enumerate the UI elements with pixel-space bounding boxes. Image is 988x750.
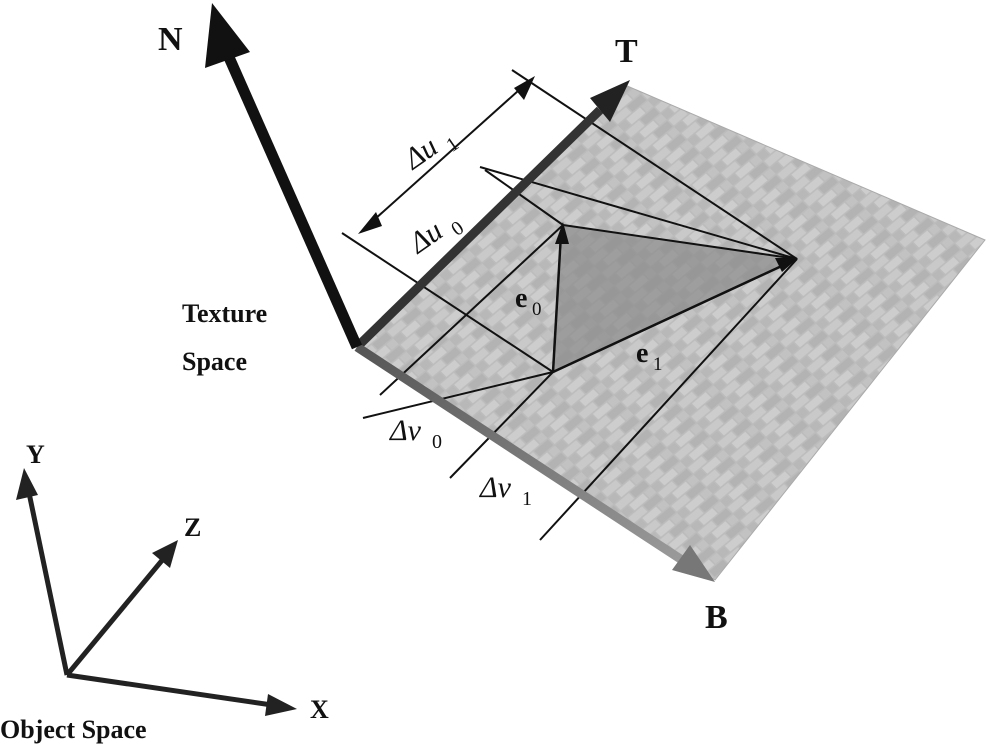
normal-axis <box>222 52 363 350</box>
texture-space-label-line1: Texture <box>182 299 267 328</box>
tangent-axis <box>353 106 604 351</box>
svg-text:0: 0 <box>532 299 542 320</box>
svg-text:Δv: Δv <box>389 414 422 447</box>
texture-plane <box>356 84 986 581</box>
triangle-top-edge <box>562 224 798 260</box>
delta-u1-label: Δu 1 <box>397 130 463 176</box>
edge1-label: e 1 <box>636 338 663 375</box>
svg-text:1: 1 <box>653 354 663 375</box>
bitangent-arrowhead <box>672 545 715 582</box>
svg-text:1: 1 <box>522 488 532 510</box>
svg-text:0: 0 <box>432 431 442 453</box>
axis-x-label: X <box>310 695 329 724</box>
edge0-label: e 0 <box>515 283 542 320</box>
svg-text:e: e <box>636 338 648 369</box>
bitangent-label: B <box>705 599 728 636</box>
svg-text:Δu: Δu <box>397 130 443 176</box>
edge0-arrowhead <box>555 222 569 244</box>
delta-u-arrowhead-left <box>358 212 382 234</box>
svg-text:1: 1 <box>442 133 463 157</box>
tangent-arrowhead <box>590 80 630 122</box>
svg-text:0: 0 <box>447 217 468 241</box>
axis-y-label: Y <box>26 440 45 469</box>
axis-z-label: Z <box>184 513 201 542</box>
object-space-label: Object Space <box>0 715 147 744</box>
bitangent-axis <box>354 343 685 564</box>
delta-u-arrowhead-right <box>514 76 535 100</box>
normal-label: N <box>158 21 183 58</box>
delta-v0-label: Δv 0 <box>389 414 442 453</box>
svg-text:e: e <box>515 283 527 314</box>
svg-text:Δu: Δu <box>402 214 448 260</box>
edge0-vector <box>551 233 563 373</box>
object-space-axes <box>16 468 297 716</box>
texture-space-label-line2: Space <box>182 347 247 376</box>
tangent-label: T <box>615 33 638 70</box>
svg-text:Δv: Δv <box>479 471 512 504</box>
edge1-arrowhead <box>775 258 798 272</box>
delta-v1-label: Δv 1 <box>479 471 532 510</box>
normal-arrowhead <box>205 3 250 68</box>
uv-triangle <box>553 225 797 372</box>
edge1-vector <box>552 262 787 374</box>
